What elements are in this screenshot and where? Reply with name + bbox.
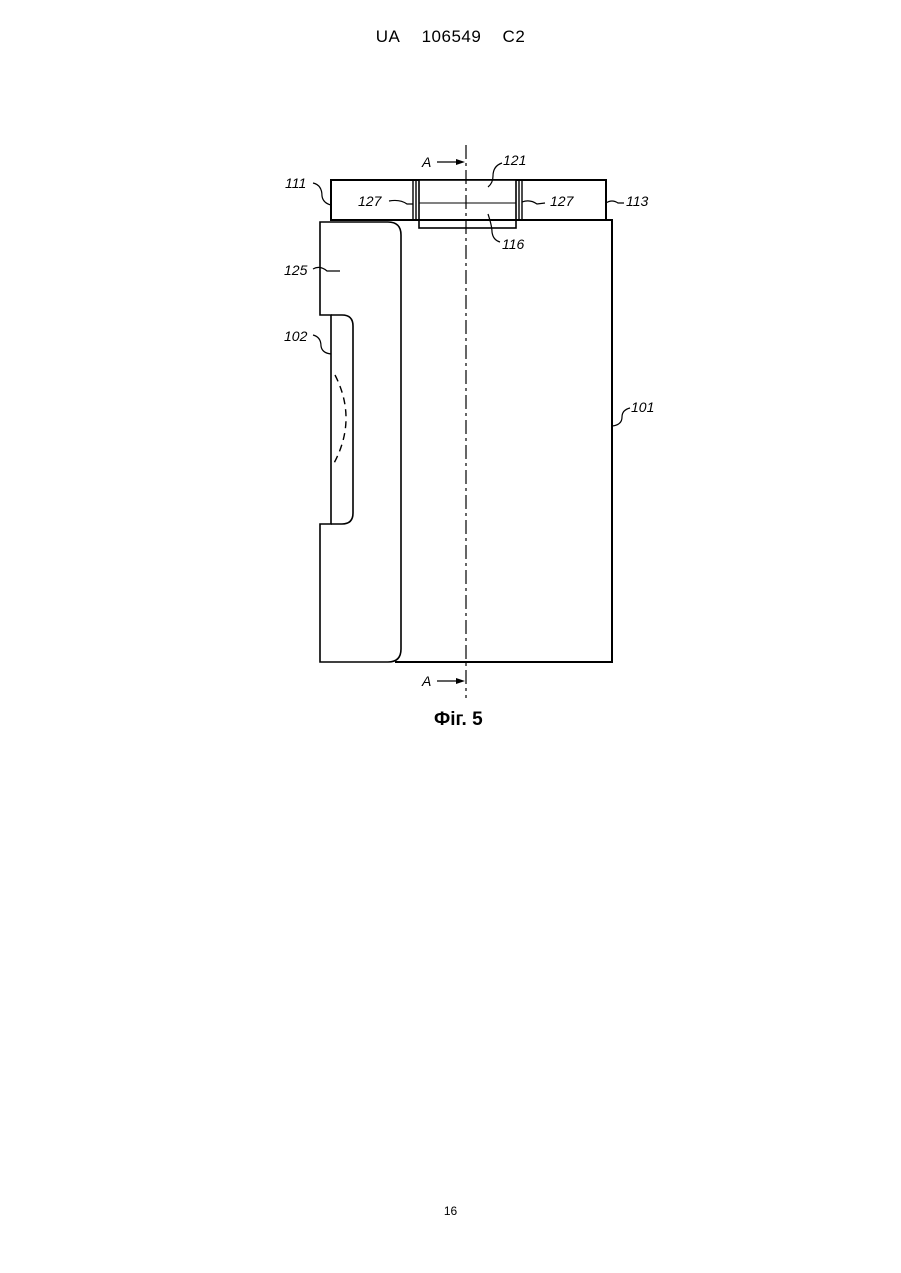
section-label-bottom: A [421, 673, 431, 689]
ref-101: 101 [631, 399, 654, 415]
leader-102 [313, 335, 331, 354]
leader-127-right [522, 201, 545, 204]
leader-111 [313, 183, 331, 205]
ref-121: 121 [503, 152, 526, 168]
ref-111: 111 [285, 175, 306, 191]
ref-127-right: 127 [550, 193, 575, 209]
main-body-outline [395, 220, 612, 662]
figure-caption: Фіг. 5 [434, 709, 483, 730]
leader-113 [606, 201, 624, 203]
side-panel-outline [320, 222, 401, 662]
grip-dashed-curve [333, 375, 346, 465]
ref-125: 125 [284, 262, 308, 278]
ref-116: 116 [502, 236, 525, 252]
patent-drawing: A A 111 121 127 127 113 116 125 102 101 … [0, 0, 901, 760]
ref-113: 113 [626, 193, 649, 209]
ref-102: 102 [284, 328, 308, 344]
ref-127-left: 127 [358, 193, 383, 209]
page-number: 16 [0, 1204, 901, 1218]
leader-127-left [389, 200, 413, 204]
leader-101 [612, 408, 630, 426]
leader-125 [313, 267, 340, 271]
grip-cutout [331, 315, 353, 524]
section-label-top: A [421, 154, 431, 170]
